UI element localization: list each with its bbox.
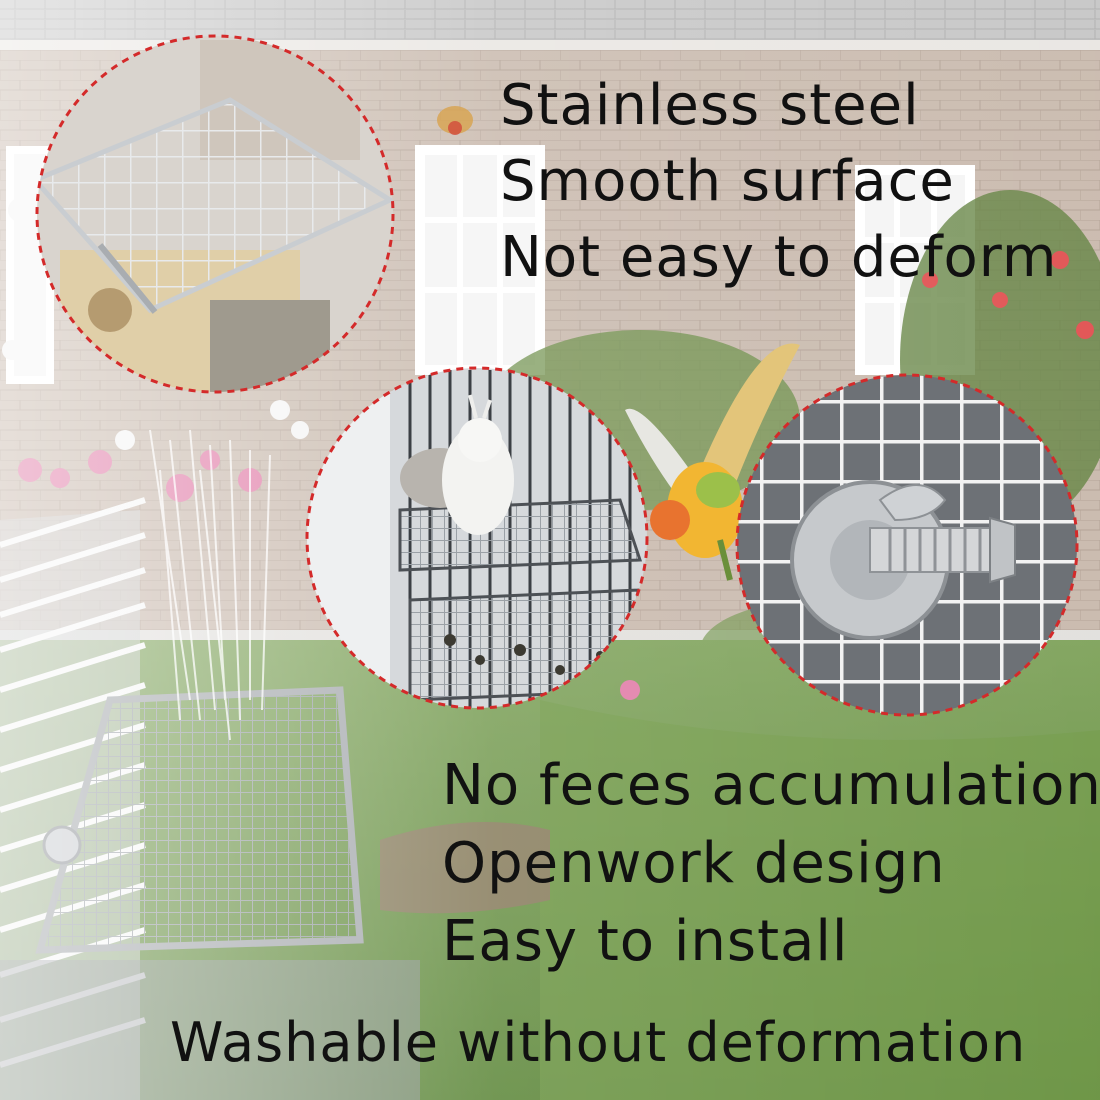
footer-washable-text: Washable without deformation <box>170 1011 1027 1074</box>
bird-on-cage-platform-icon <box>305 366 649 710</box>
feature-no-feces-accumulation: No feces accumulation <box>442 753 1100 818</box>
feature-openwork-design: Openwork design <box>442 831 946 896</box>
flying-lovebird-icon <box>437 106 800 581</box>
feature-not-easy-to-deform: Not easy to deform <box>500 225 1058 290</box>
bolt-and-wing-nut-icon <box>735 373 1079 717</box>
feature-smooth-surface: Smooth surface <box>500 149 955 214</box>
feature-easy-to-install: Easy to install <box>442 909 849 974</box>
feature-stainless-steel: Stainless steel <box>500 73 920 138</box>
